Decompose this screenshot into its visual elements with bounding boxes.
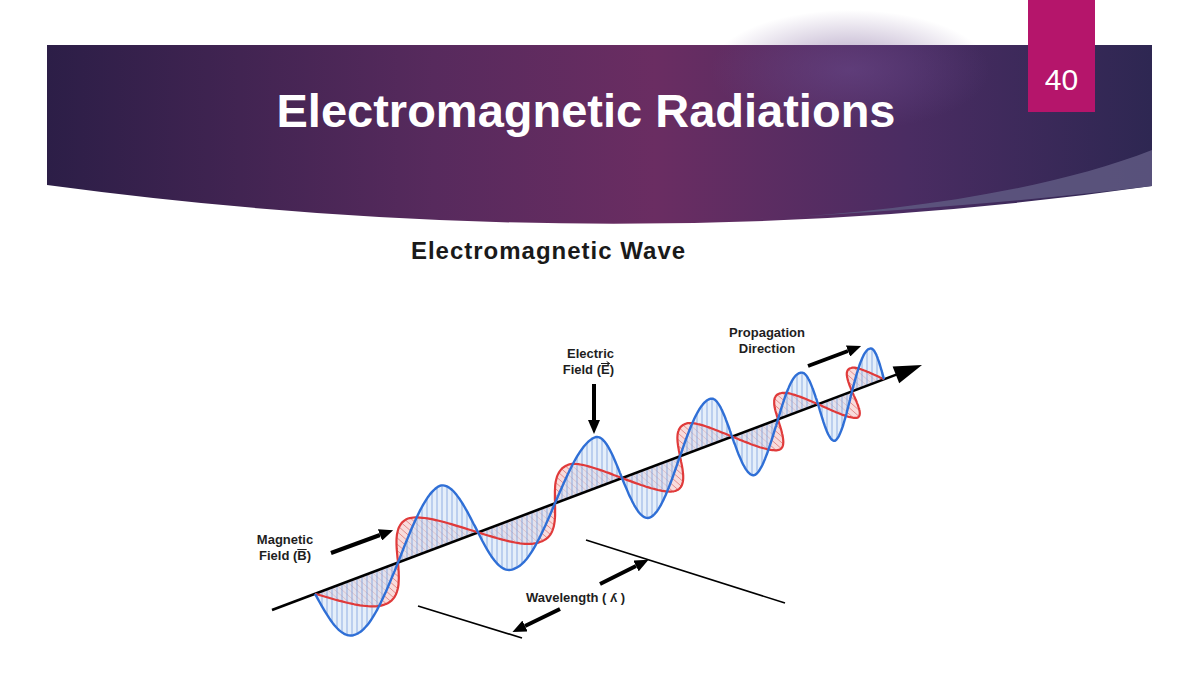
hatch-line xyxy=(527,514,528,559)
hatch-line xyxy=(572,466,573,497)
hatch-line xyxy=(807,377,808,409)
hatch-line xyxy=(662,463,663,503)
hatch-line xyxy=(602,439,603,486)
hatch-line xyxy=(512,520,513,570)
hatch-line xyxy=(487,529,488,549)
field-label: Electric Field (E) xyxy=(542,346,614,378)
wavelength-arrow xyxy=(525,609,560,626)
hatch-line xyxy=(442,485,443,546)
hatch-line xyxy=(537,510,538,542)
hatch-line xyxy=(497,525,498,563)
hatch-line xyxy=(452,490,453,542)
propagation-callout-arrow xyxy=(808,351,848,366)
page-number: 40 xyxy=(1028,0,1095,98)
magnetic-callout-arrow xyxy=(331,535,380,553)
hatch-line xyxy=(642,471,643,516)
hatch-line xyxy=(747,431,748,471)
wavelength-extension-line xyxy=(418,606,522,638)
hatch-line xyxy=(792,381,793,414)
hatch-line xyxy=(347,582,348,635)
hatch-line xyxy=(337,586,338,629)
diagram-subtitle: Electromagnetic Wave xyxy=(0,236,1097,266)
hatch-line xyxy=(667,461,668,492)
hatch-line xyxy=(712,399,713,445)
hatch-line xyxy=(427,499,428,552)
hatch-line xyxy=(507,521,508,569)
propagation-axis xyxy=(272,374,897,610)
electric-wave-fill xyxy=(315,349,884,636)
header-sliver xyxy=(760,150,1152,219)
hatch-line xyxy=(872,349,873,384)
hatch-line xyxy=(697,413,698,449)
hatch-line xyxy=(692,424,693,452)
hatch-line xyxy=(432,492,433,550)
hatch-line xyxy=(702,405,703,448)
wavelength-label: Wavelength ( ʎ ) xyxy=(526,590,625,606)
hatch-line xyxy=(762,425,763,465)
hatch-line xyxy=(357,578,358,634)
hatch-line xyxy=(757,427,758,473)
hatch-line xyxy=(742,433,743,462)
hatch-line xyxy=(522,516,523,564)
hatch-line xyxy=(492,527,493,557)
hatch-line xyxy=(502,523,503,567)
hatch-line xyxy=(647,469,648,518)
hatch-line xyxy=(457,495,458,540)
hatch-line xyxy=(832,399,833,440)
vector-marks xyxy=(297,362,609,550)
hatch-line xyxy=(342,584,343,633)
hatch-line xyxy=(467,511,468,536)
hatch-line xyxy=(597,437,598,488)
slide-title: Electromagnetic Radiations xyxy=(0,82,1172,140)
hatch-line xyxy=(842,395,843,428)
hatch-line xyxy=(352,580,353,636)
hatch-line xyxy=(412,528,413,558)
page-number-box: 40 xyxy=(1028,0,1095,112)
hatch-line xyxy=(362,576,363,631)
direction-label: Propagation Direction xyxy=(717,325,817,357)
hatch-line xyxy=(752,429,753,475)
hatch-line xyxy=(332,587,333,622)
hatch-line xyxy=(862,359,863,388)
hatch-line xyxy=(437,487,438,547)
hatch-line xyxy=(327,589,328,614)
hatch-line xyxy=(462,503,463,539)
electric-callout-arrow xyxy=(592,384,596,420)
magnetic-wave xyxy=(315,368,884,607)
wavelength-arrow xyxy=(600,566,636,584)
hatch-line xyxy=(542,508,543,533)
hatch-line xyxy=(607,445,608,484)
hatch-line xyxy=(417,517,418,556)
field-label: Magnetic Field (B) xyxy=(243,532,327,564)
hatch-line xyxy=(532,512,533,551)
hatch-line xyxy=(577,457,578,495)
hatch-line xyxy=(657,465,658,511)
wave-fills xyxy=(315,349,884,636)
hatch-line xyxy=(382,569,383,601)
hatch-line xyxy=(612,454,613,482)
hatch-line xyxy=(802,373,803,411)
hatch-line xyxy=(632,474,633,501)
hatch-line xyxy=(447,487,448,545)
electric-hatch xyxy=(317,349,882,636)
axis-arrowhead xyxy=(893,365,922,383)
hatch-line xyxy=(377,570,378,610)
hatch-line xyxy=(592,439,593,490)
hatch-line xyxy=(367,574,368,625)
hatch-line xyxy=(867,350,868,385)
hatch-line xyxy=(837,397,838,439)
electric-wave xyxy=(315,349,884,636)
hatch-line xyxy=(827,401,828,432)
hatch-line xyxy=(797,375,798,413)
hatch-line xyxy=(707,400,708,446)
hatch-line xyxy=(717,402,718,442)
hatch-line xyxy=(637,472,638,509)
hatch-line xyxy=(722,410,723,440)
hatch-line xyxy=(582,449,583,493)
hatch-line xyxy=(372,572,373,618)
wave-strokes xyxy=(315,349,884,636)
hatch-line xyxy=(652,467,653,517)
hatch-line xyxy=(422,507,423,554)
